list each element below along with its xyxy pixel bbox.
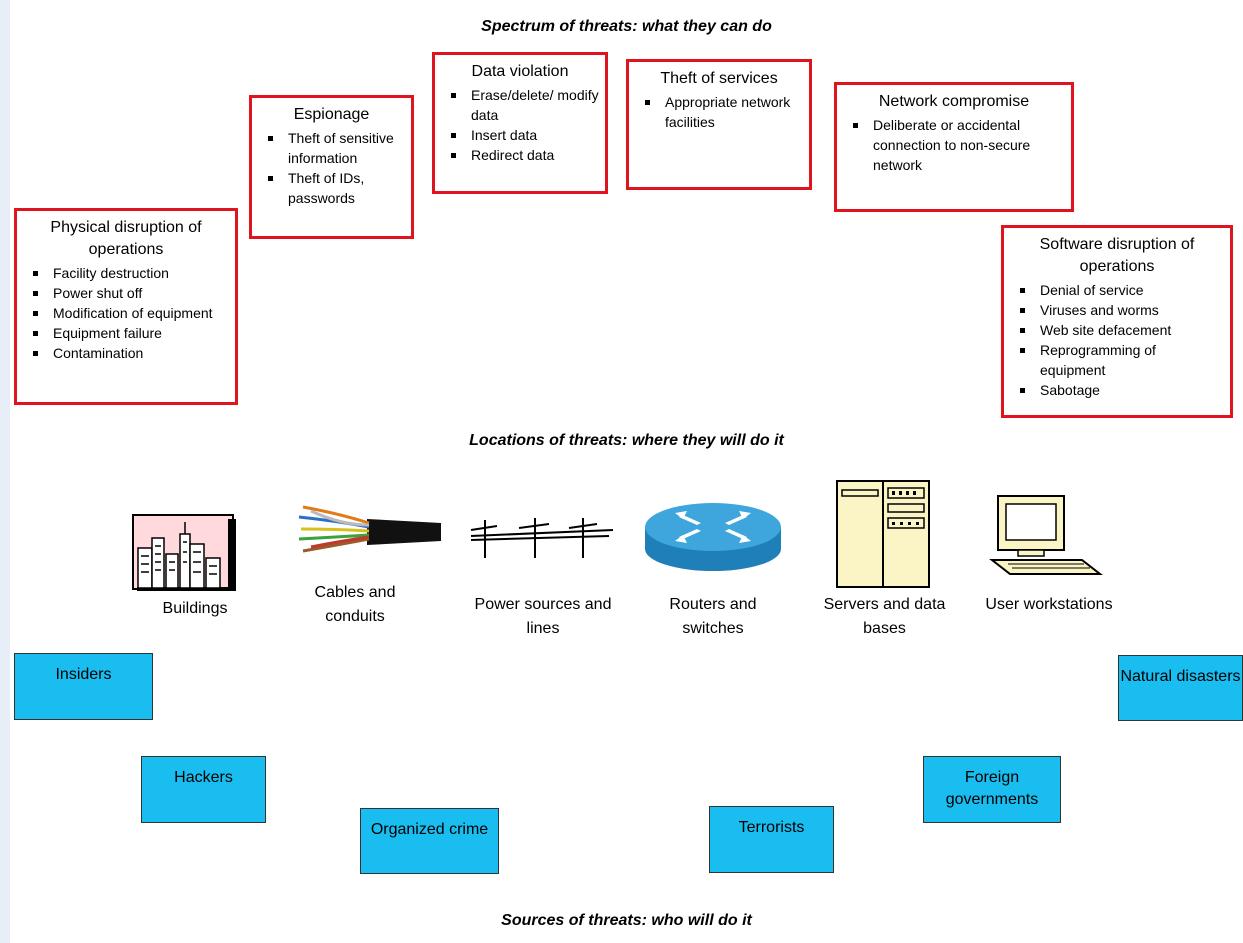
sources-heading: Sources of threats: who will do it	[501, 912, 752, 929]
threat-item: Theft of sensitive information	[258, 128, 405, 168]
threat-item: Sabotage	[1010, 380, 1224, 400]
threat-item: Theft of IDs, passwords	[258, 168, 405, 208]
threat-box-physical-disruption: Physical disruption of operations Facili…	[14, 208, 238, 405]
spectrum-heading: Spectrum of threats: what they can do	[481, 18, 772, 35]
threat-box-network-compromise: Network compromise Deliberate or acciden…	[834, 82, 1074, 212]
source-box-hackers: Hackers	[141, 756, 266, 823]
location-label-workstations: User workstations	[985, 596, 1113, 613]
workstation-icon	[989, 495, 1103, 575]
source-box-insiders: Insiders	[14, 653, 153, 720]
threat-title: Network compromise	[878, 93, 1030, 110]
threat-item: Denial of service	[1010, 280, 1224, 300]
threat-title: Software disruption of operations	[1039, 236, 1195, 275]
threat-box-theft-of-services: Theft of services Appropriate network fa…	[626, 59, 812, 190]
diagram-canvas: Spectrum of threats: what they can do Ph…	[10, 0, 1243, 943]
threat-item: Reprogramming of equipment	[1010, 340, 1224, 380]
server-icon	[836, 480, 930, 588]
cables-icon	[298, 505, 441, 553]
threat-item: Equipment failure	[23, 323, 229, 343]
threat-item: Web site defacement	[1010, 320, 1224, 340]
location-label-buildings: Buildings	[162, 600, 228, 617]
threat-box-software-disruption: Software disruption of operations Denial…	[1001, 225, 1233, 418]
location-label-cables: Cables and conduits	[314, 584, 396, 625]
source-box-organized-crime: Organized crime	[360, 808, 499, 874]
source-box-foreign-governments: Foreign governments	[923, 756, 1061, 823]
power-lines-icon	[470, 518, 614, 558]
threat-box-data-violation: Data violation Erase/delete/ modify data…	[432, 52, 608, 194]
threat-item: Contamination	[23, 343, 229, 363]
threat-title: Data violation	[471, 63, 569, 80]
source-box-terrorists: Terrorists	[709, 806, 834, 873]
threat-item: Viruses and worms	[1010, 300, 1224, 320]
threat-item: Erase/delete/ modify data	[441, 85, 599, 125]
threat-box-espionage: Espionage Theft of sensitive information…	[249, 95, 414, 239]
location-label-routers: Routers and switches	[669, 596, 757, 637]
threat-title: Physical disruption of operations	[50, 219, 202, 258]
buildings-icon	[132, 514, 236, 591]
threat-item: Redirect data	[441, 145, 599, 165]
threat-item: Insert data	[441, 125, 599, 145]
locations-heading: Locations of threats: where they will do…	[469, 432, 784, 449]
source-box-natural-disasters: Natural disasters	[1118, 655, 1243, 721]
threat-item: Modification of equipment	[23, 303, 229, 323]
threat-item: Facility destruction	[23, 263, 229, 283]
router-icon	[645, 503, 781, 571]
threat-item: Appropriate network facilities	[635, 92, 803, 132]
threat-title: Espionage	[293, 106, 370, 123]
location-label-servers: Servers and data bases	[823, 596, 946, 637]
threat-item: Power shut off	[23, 283, 229, 303]
location-label-power: Power sources and lines	[474, 596, 612, 637]
threat-title: Theft of services	[660, 70, 778, 87]
threat-item: Deliberate or accidental connection to n…	[843, 115, 1065, 175]
